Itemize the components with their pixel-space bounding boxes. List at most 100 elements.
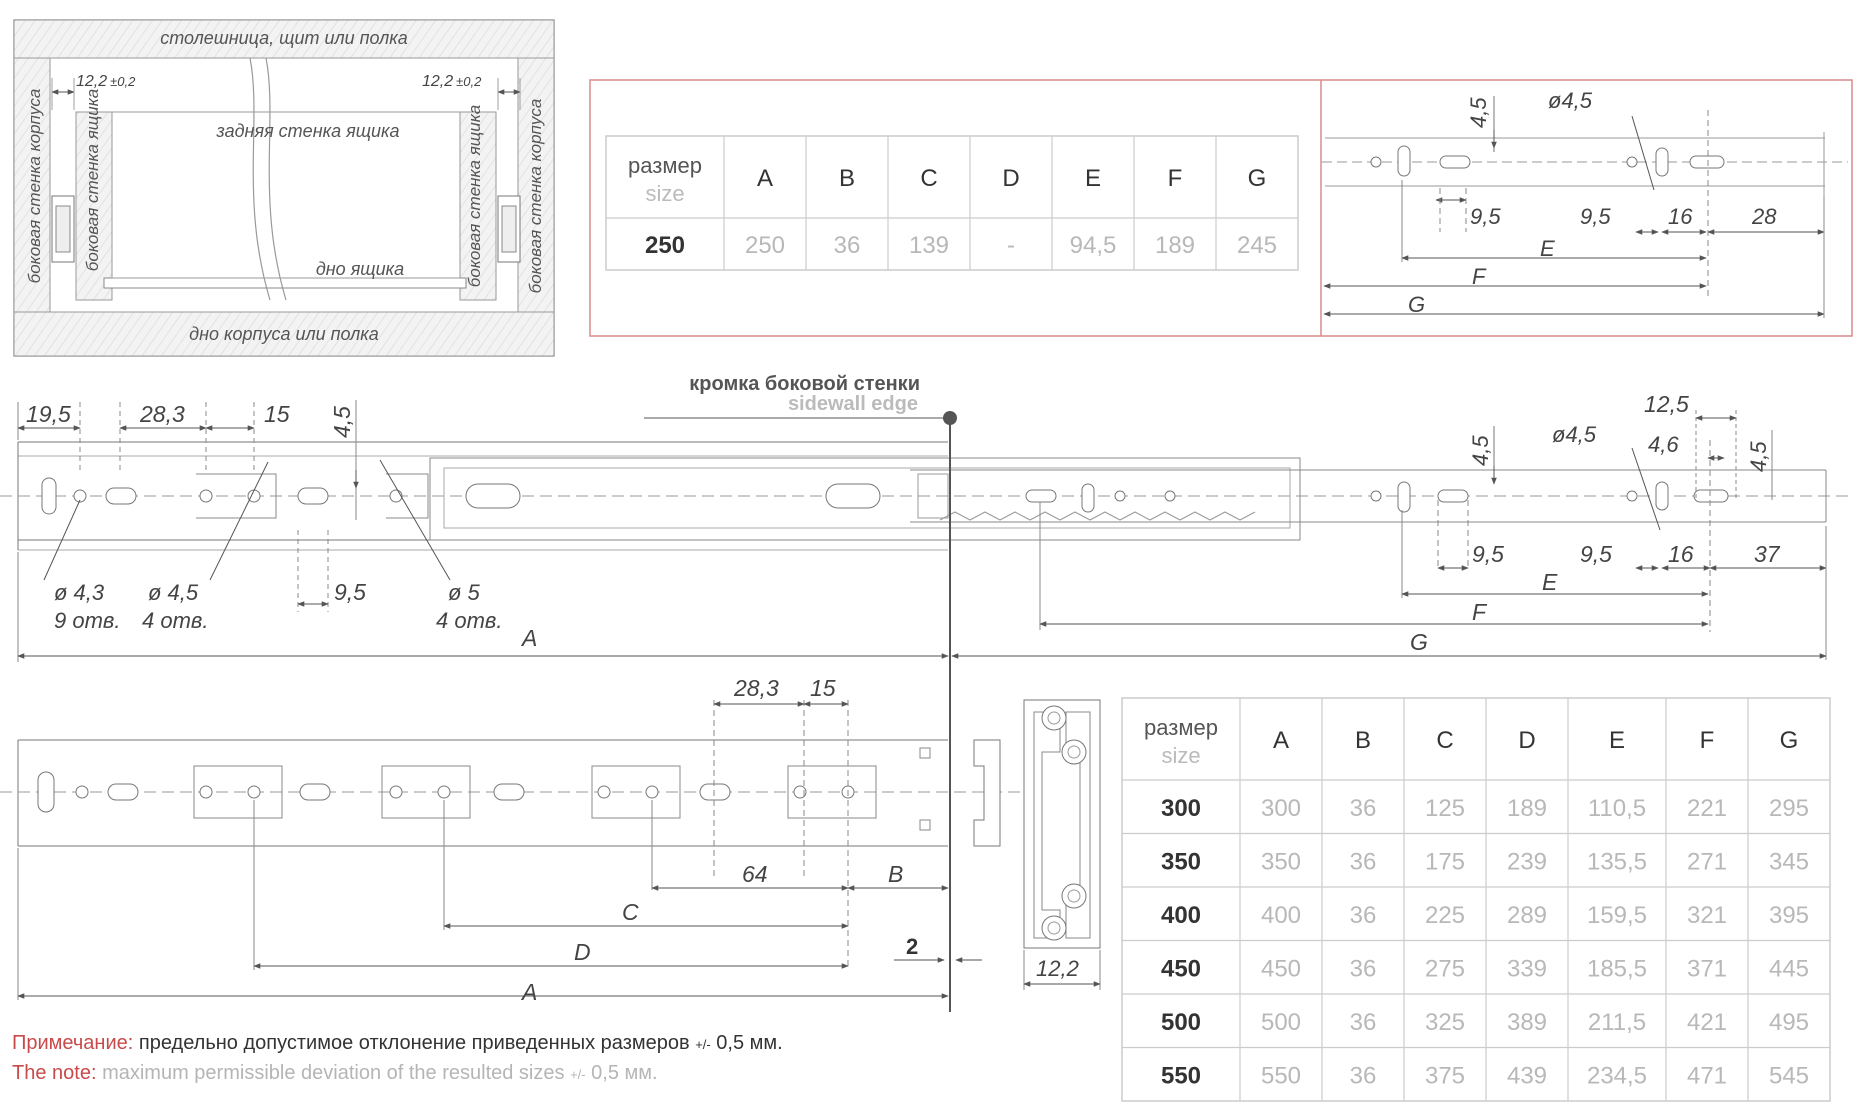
table-cell: 375 [1425, 1062, 1465, 1089]
d250-9_5a: 9,5 [1470, 204, 1501, 229]
top-hole-2: ø 4,5 [148, 580, 199, 605]
top-hole-1-count: 9 отв. [54, 608, 121, 633]
table-column-header: B [839, 165, 855, 192]
rail-right-dims [951, 410, 1827, 660]
d250-28: 28 [1751, 204, 1777, 229]
right-F: F [1472, 599, 1488, 625]
table-cell: 175 [1425, 848, 1465, 875]
table-cell: 189 [1507, 795, 1547, 822]
table-column-header: C [1436, 727, 1453, 754]
table-column-header: G [1248, 165, 1267, 192]
table-cell: 239 [1507, 848, 1547, 875]
d250-4_5: 4,5 [1466, 97, 1491, 128]
table-column-header: A [757, 165, 773, 192]
edge-label-en: sidewall edge [788, 393, 918, 415]
table-row-size: 400 [1161, 902, 1201, 929]
table-header-ru: размер [1144, 715, 1218, 740]
table-cell: 211,5 [1588, 1009, 1646, 1036]
inset-left-drawer-label: боковая стенка ящика [83, 89, 102, 271]
table-cell: 271 [1687, 848, 1727, 875]
table-cell: 350 [1261, 848, 1301, 875]
table-cell: 275 [1425, 955, 1465, 982]
table-cell: 36 [1350, 902, 1377, 929]
table-cell: 450 [1261, 955, 1301, 982]
inset-right-drawer-label: боковая стенка ящика [465, 105, 484, 287]
table-header-ru: размер [628, 153, 702, 178]
bottom-B: B [888, 861, 903, 887]
table-column-header: D [1518, 727, 1535, 754]
right-4_6: 4,6 [1648, 432, 1679, 457]
rail-top-dims [17, 400, 949, 662]
top-hole-1: ø 4,3 [54, 580, 105, 605]
table-cell: 289 [1507, 902, 1547, 929]
table-cell: 36 [1350, 1062, 1377, 1089]
table-header-en: size [645, 181, 684, 206]
table-cell: 545 [1769, 1062, 1809, 1089]
table-column-header: F [1168, 165, 1183, 192]
table-cell: 185,5 [1587, 955, 1647, 982]
table-column-header: D [1002, 165, 1019, 192]
d250-16: 16 [1668, 204, 1693, 229]
profile-width: 12,2 [1036, 956, 1079, 981]
table-column-header: C [920, 165, 937, 192]
installation-inset [13, 19, 555, 357]
table-cell: 135,5 [1587, 848, 1647, 875]
table-cell: 389 [1507, 1009, 1547, 1036]
inset-gap-right: 12,2±0,2 [422, 73, 482, 90]
table-cell: 234,5 [1587, 1062, 1647, 1089]
table-cell: 339 [1507, 955, 1547, 982]
size-250-panel [589, 79, 1853, 337]
right-9_5b: 9,5 [1580, 541, 1612, 567]
top-4_5: 4,5 [329, 406, 355, 438]
inset-back-label: задняя стенка ящика [215, 121, 399, 141]
edge-label-ru: кромка боковой стенки [689, 373, 920, 395]
table-cell: 250 [745, 232, 785, 259]
note-en-key: The note: [12, 1062, 97, 1084]
detail-250-rail [1322, 96, 1848, 318]
table-cell: 110,5 [1588, 795, 1646, 822]
table-cell: 139 [909, 232, 949, 259]
table-cell: 225 [1425, 902, 1465, 929]
table-row-size: 450 [1161, 955, 1201, 982]
table-cell: 445 [1769, 955, 1809, 982]
note-ru: Примечание: предельно допустимое отклоне… [12, 1032, 783, 1055]
table-row-size: 300 [1161, 795, 1201, 822]
rail-profile [1023, 699, 1101, 990]
table-cell: 495 [1769, 1009, 1809, 1036]
bottom-28_3: 28,3 [733, 675, 779, 701]
bottom-C: C [622, 899, 639, 925]
right-4_5a: 4,5 [1468, 435, 1493, 466]
table-cell: - [1007, 232, 1015, 259]
top-hole-3-count: 4 отв. [436, 608, 503, 633]
table-cell: 471 [1687, 1062, 1727, 1089]
d250-G: G [1408, 292, 1425, 317]
table-column-header: E [1609, 727, 1625, 754]
table-cell: 36 [1350, 955, 1377, 982]
table-cell: 371 [1687, 955, 1727, 982]
note-ru-pm: +/- [695, 1037, 711, 1052]
bottom-A: A [520, 979, 537, 1005]
table-row-size: 250 [645, 232, 685, 259]
table-header-en: size [1161, 743, 1200, 768]
right-37: 37 [1754, 541, 1781, 567]
inset-bottom-label: дно корпуса или полка [189, 324, 379, 344]
bottom-15: 15 [810, 675, 836, 701]
table-cell: 125 [1425, 795, 1465, 822]
right-12_5: 12,5 [1644, 391, 1689, 417]
inset-gap-left: 12,2±0,2 [76, 73, 136, 90]
note-ru-val: 0,5 мм. [716, 1032, 783, 1054]
top-19_5: 19,5 [26, 401, 71, 427]
table-row-size: 350 [1161, 848, 1201, 875]
table-cell: 345 [1769, 848, 1809, 875]
table-cell: 395 [1769, 902, 1809, 929]
right-hole: ø4,5 [1552, 422, 1597, 447]
table-cell: 421 [1687, 1009, 1727, 1036]
right-9_5a: 9,5 [1472, 541, 1504, 567]
table-cell: 36 [1350, 848, 1377, 875]
note-ru-text: предельно допустимое отклонение приведен… [138, 1032, 690, 1054]
table-cell: 550 [1261, 1062, 1301, 1089]
